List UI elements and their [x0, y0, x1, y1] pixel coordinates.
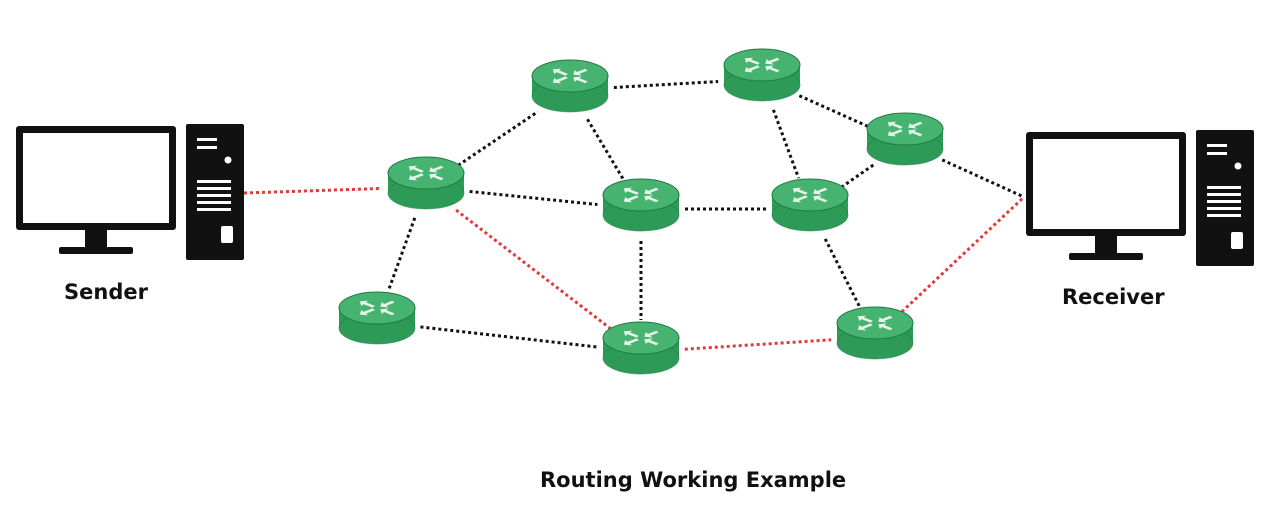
router-arrows-icon: [792, 187, 828, 203]
links-layer: [243, 80, 1026, 351]
link-r4-receiver: [941, 158, 1025, 199]
router-middle-right: [771, 178, 849, 232]
router-arrows-icon: [552, 68, 588, 84]
route-link-r9-receiver: [900, 195, 1026, 313]
router-arrows-icon: [744, 57, 780, 73]
router-arrows-icon: [623, 187, 659, 203]
router-bottom-center: [602, 321, 680, 375]
router-top-left: [531, 59, 609, 113]
router-top-center: [723, 48, 801, 102]
router-entry: [387, 156, 465, 210]
link-r1-r5: [469, 189, 598, 207]
link-r4-r6: [840, 163, 875, 189]
router-bottom-right: [836, 306, 914, 360]
link-r3-r4: [798, 94, 869, 128]
sender-computer: [16, 124, 244, 260]
monitor-icon: [1026, 132, 1186, 260]
monitor-icon: [16, 126, 176, 254]
diagram-caption: Routing Working Example: [540, 468, 847, 492]
route-link-sender-r1: [243, 186, 383, 195]
sender-label: Sender: [64, 280, 148, 304]
link-r1-r7: [386, 217, 417, 292]
router-arrows-icon: [857, 315, 893, 331]
link-r2-r3: [613, 80, 719, 89]
nodes-layer: [16, 48, 1254, 375]
tower-icon: [186, 124, 244, 260]
router-arrows-icon: [359, 300, 395, 316]
receiver-computer: [1026, 130, 1254, 266]
router-top-right: [866, 112, 944, 166]
router-arrows-icon: [623, 330, 659, 346]
tower-icon: [1196, 130, 1254, 266]
link-r6-r9: [823, 238, 862, 308]
receiver-label: Receiver: [1062, 285, 1165, 309]
router-bottom-left: [338, 291, 416, 345]
link-r7-r8: [420, 325, 598, 349]
router-arrows-icon: [408, 165, 444, 181]
route-link-r1-r8: [455, 208, 612, 331]
link-r3-r6: [771, 109, 801, 179]
router-middle-left: [602, 178, 680, 232]
route-link-r8-r9: [684, 338, 832, 351]
link-r1-r2: [457, 110, 539, 167]
link-r2-r5: [586, 118, 625, 181]
router-arrows-icon: [887, 121, 923, 137]
